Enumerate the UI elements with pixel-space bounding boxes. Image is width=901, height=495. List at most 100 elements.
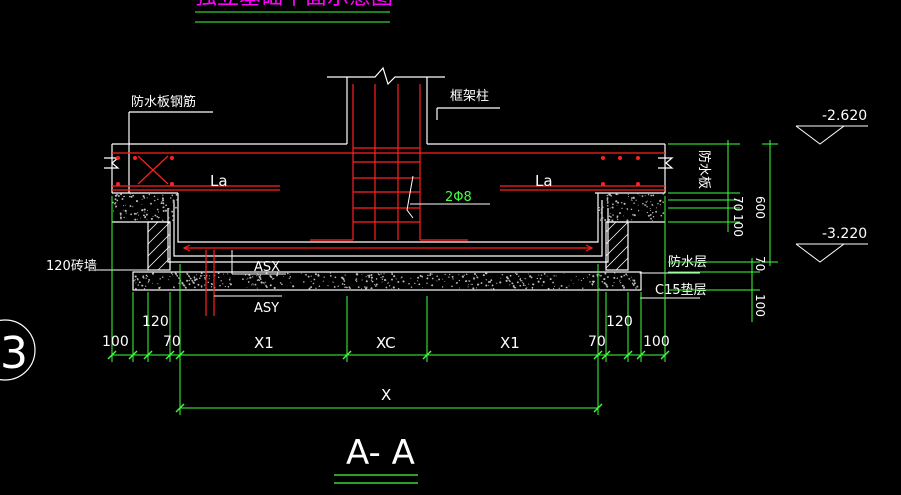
concrete-speck [356, 280, 358, 282]
concrete-speck [444, 281, 446, 283]
dim-bottom-left-100: 100 [102, 334, 129, 350]
dim-bottom-x1-left: X1 [254, 334, 274, 352]
concrete-speck [256, 279, 259, 281]
concrete-speck [606, 197, 609, 200]
concrete-speck [541, 284, 543, 286]
concrete-speck [458, 274, 460, 276]
concrete-speck [621, 202, 623, 204]
concrete-speck [310, 275, 312, 277]
concrete-speck [361, 288, 363, 290]
concrete-speck [172, 199, 175, 202]
concrete-speck [631, 276, 633, 278]
concrete-speck [611, 219, 614, 222]
concrete-speck [120, 217, 122, 220]
concrete-speck [341, 283, 344, 285]
concrete-speck [229, 283, 232, 286]
concrete-speck [194, 277, 196, 279]
concrete-speck [279, 282, 282, 284]
concrete-speck [112, 201, 114, 204]
concrete-speck [349, 287, 351, 290]
concrete-speck [473, 277, 475, 280]
concrete-speck [485, 284, 488, 287]
concrete-speck [645, 204, 647, 206]
concrete-speck [307, 275, 310, 278]
concrete-speck [398, 281, 400, 283]
concrete-speck [475, 275, 478, 277]
concrete-speck [633, 202, 635, 204]
concrete-speck [157, 283, 159, 285]
concrete-speck [573, 283, 575, 284]
concrete-speck [322, 280, 324, 282]
concrete-speck [626, 209, 628, 211]
concrete-speck [543, 272, 546, 275]
concrete-speck [528, 273, 530, 275]
concrete-speck [650, 194, 653, 197]
concrete-speck [188, 279, 190, 282]
label-la-left: La [210, 172, 228, 190]
concrete-speck [395, 278, 397, 280]
concrete-speck [524, 277, 526, 280]
brick-hatch [147, 221, 629, 271]
concrete-speck [181, 282, 184, 285]
concrete-speck [616, 277, 619, 279]
rebar-dots [116, 156, 640, 186]
concrete-speck [555, 275, 557, 277]
concrete-speck [575, 276, 577, 277]
concrete-speck [114, 198, 117, 201]
concrete-speck [343, 283, 346, 286]
concrete-speck [606, 285, 609, 288]
concrete-speck [418, 283, 421, 286]
concrete-speck [137, 214, 140, 216]
concrete-speck [259, 276, 262, 280]
concrete-speck [146, 210, 148, 211]
concrete-speck [228, 278, 231, 281]
concrete-speck [538, 274, 540, 276]
concrete-speck [605, 283, 608, 286]
concrete-speck [142, 276, 145, 279]
concrete-speck [217, 272, 220, 274]
concrete-speck [171, 210, 174, 213]
concrete-speck [200, 285, 203, 287]
concrete-speck [612, 214, 614, 216]
dim-bottom-right-120: 120 [606, 314, 633, 330]
concrete-speck [528, 283, 530, 285]
concrete-speck [242, 278, 244, 281]
concrete-speck [623, 274, 625, 277]
concrete-speck [444, 273, 446, 276]
concrete-speck [398, 288, 400, 290]
concrete-speck [644, 204, 646, 206]
concrete-speck [388, 285, 391, 287]
concrete-speck [553, 275, 555, 277]
concrete-speck [123, 195, 126, 197]
concrete-speck [508, 279, 510, 282]
concrete-speck [490, 279, 493, 282]
concrete-speck [159, 286, 161, 288]
concrete-speck [599, 219, 602, 221]
concrete-speck [607, 202, 609, 204]
concrete-speck [499, 281, 502, 284]
concrete-speck [114, 194, 117, 197]
concrete-speck [408, 283, 410, 285]
label-waterproof-rebar: 防水板钢筋 [131, 94, 196, 110]
concrete-speck [370, 276, 373, 279]
concrete-speck [461, 275, 464, 278]
concrete-speck [634, 282, 636, 285]
concrete-speck [133, 280, 135, 282]
concrete-speck [391, 273, 394, 276]
concrete-speck [410, 277, 412, 279]
concrete-speck [135, 282, 137, 284]
concrete-speck [582, 277, 585, 280]
concrete-speck [286, 272, 289, 275]
concrete-speck [619, 212, 621, 215]
concrete-speck [509, 284, 511, 286]
concrete-speck [173, 287, 175, 289]
concrete-speck [393, 275, 396, 278]
concrete-speck [312, 282, 315, 285]
concrete-speck [519, 278, 521, 281]
concrete-speck [159, 278, 161, 280]
concrete-speck [114, 203, 116, 205]
concrete-speck [186, 279, 189, 282]
concrete-speck [346, 286, 348, 289]
concrete-speck [161, 197, 164, 200]
concrete-speck [219, 284, 221, 287]
